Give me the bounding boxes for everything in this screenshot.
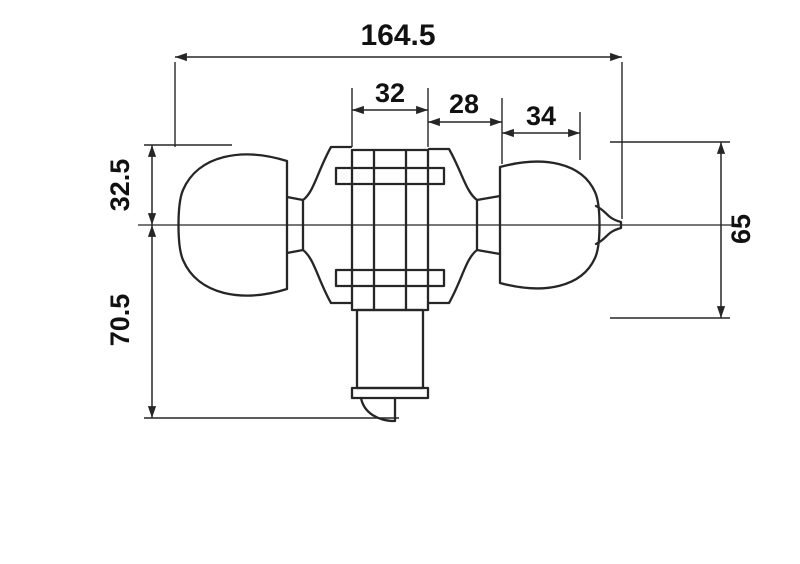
spindle-lines — [372, 148, 408, 312]
dim-label-knob-width: 34 — [526, 101, 556, 131]
dim-label-overall-length: 164.5 — [360, 19, 435, 52]
dim-label-lower-height: 70.5 — [105, 294, 135, 347]
left-knob — [177, 153, 289, 297]
latch-case — [355, 308, 425, 390]
dim-label-center-width: 32 — [375, 78, 405, 108]
left-neck — [285, 195, 305, 255]
mount-bar-top — [334, 166, 446, 186]
left-rose — [301, 145, 353, 305]
right-knob-tip — [594, 204, 623, 246]
right-rose — [427, 147, 479, 305]
right-knob — [498, 160, 601, 290]
dimension-lines — [147, 52, 726, 418]
dimension-labels: 164.5 32 28 34 32.5 70.5 65 — [105, 19, 756, 346]
dim-label-neck-width: 28 — [449, 89, 479, 119]
dim-label-right-height: 65 — [726, 214, 756, 244]
latch-faceplate — [350, 386, 430, 400]
mount-bar-bottom — [334, 268, 446, 288]
right-neck — [475, 194, 502, 256]
latch-bolt — [359, 396, 397, 423]
extension-lines — [144, 62, 730, 419]
lockset-outline — [177, 145, 623, 423]
dim-label-upper-height: 32.5 — [105, 159, 135, 212]
